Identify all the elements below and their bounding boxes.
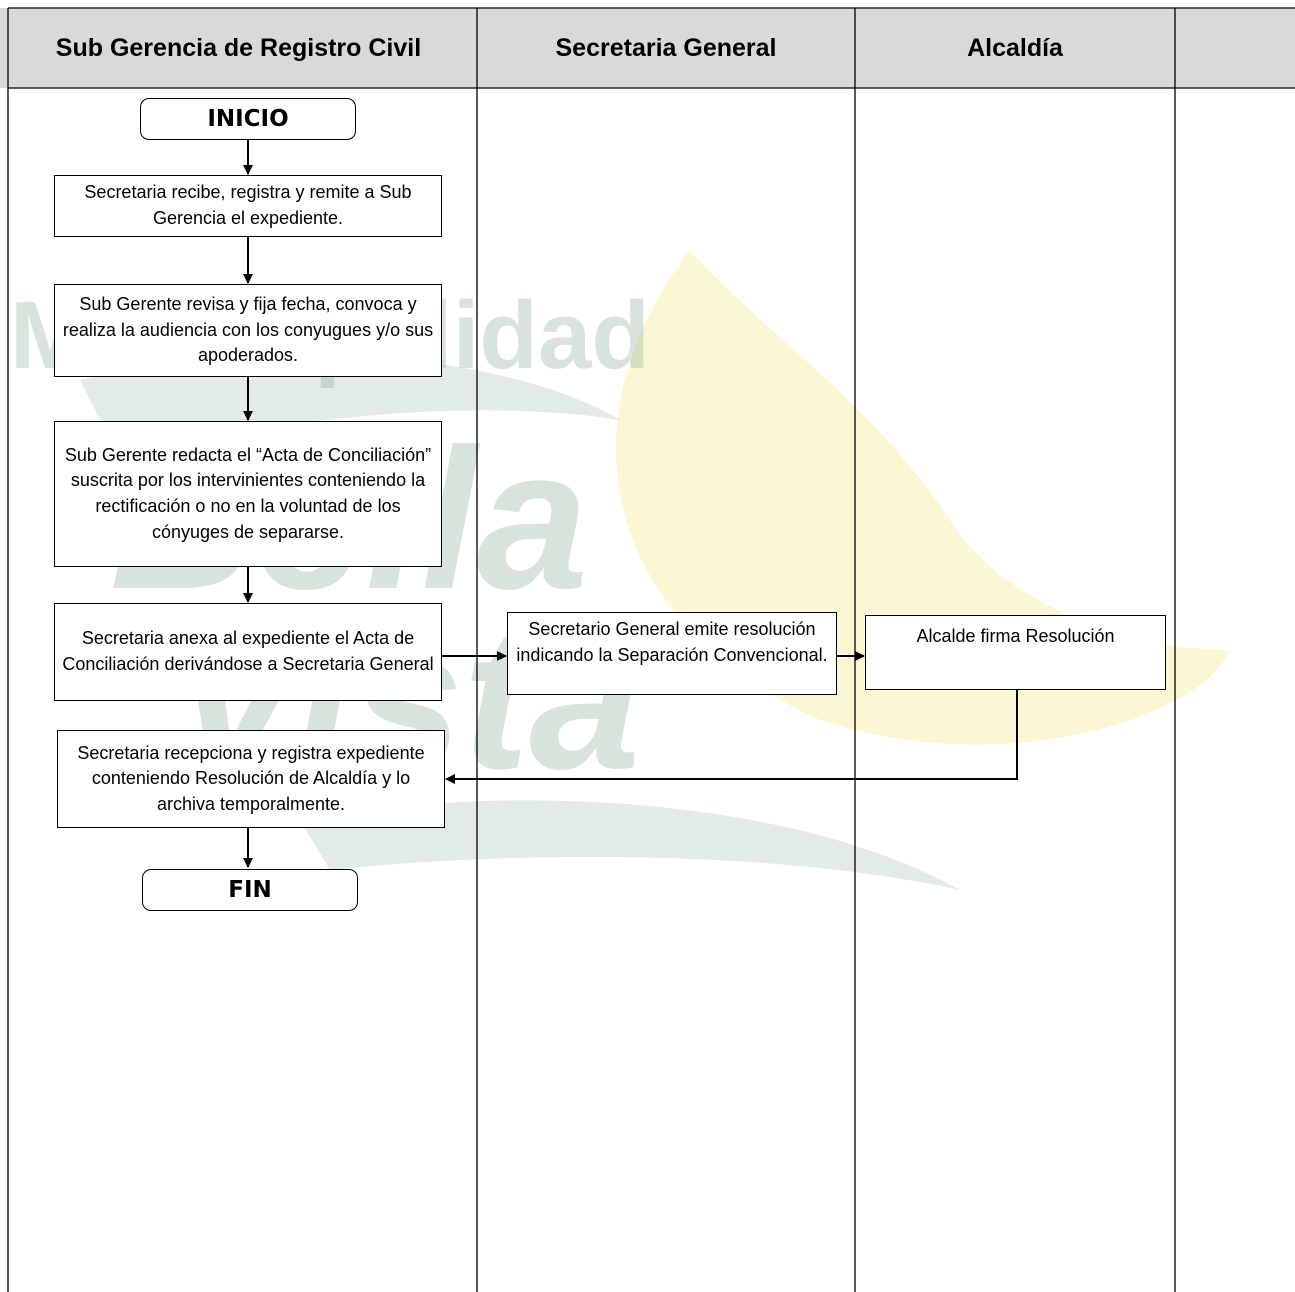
start-terminator: INICIO (140, 98, 356, 140)
end-terminator: FIN (142, 869, 358, 911)
lane-header-extra (1175, 8, 1295, 88)
lane-header-registro-civil: Sub Gerencia de Registro Civil (0, 8, 477, 88)
process-step-resolucion: Secretario General emite resolución indi… (507, 612, 837, 695)
flow-arrows (243, 140, 1018, 868)
arrow-step6-to-step7 (445, 690, 1018, 784)
lane-gridlines (7, 7, 1295, 1292)
lane-header-alcaldia: Alcaldía (855, 8, 1175, 88)
process-step-receive: Secretaria recibe, registra y remite a S… (54, 175, 442, 237)
process-step-anexa: Secretaria anexa al expediente el Acta d… (54, 603, 442, 701)
process-step-audiencia: Sub Gerente revisa y fija fecha, convoca… (54, 284, 442, 377)
process-step-archiva: Secretaria recepciona y registra expedie… (57, 730, 445, 828)
process-step-alcalde-firma: Alcalde firma Resolución (865, 615, 1166, 690)
lane-header-secretaria-general: Secretaria General (477, 8, 855, 88)
watermark-swoosh-green-lower (300, 800, 960, 890)
process-step-acta: Sub Gerente redacta el “Acta de Concilia… (54, 421, 442, 567)
